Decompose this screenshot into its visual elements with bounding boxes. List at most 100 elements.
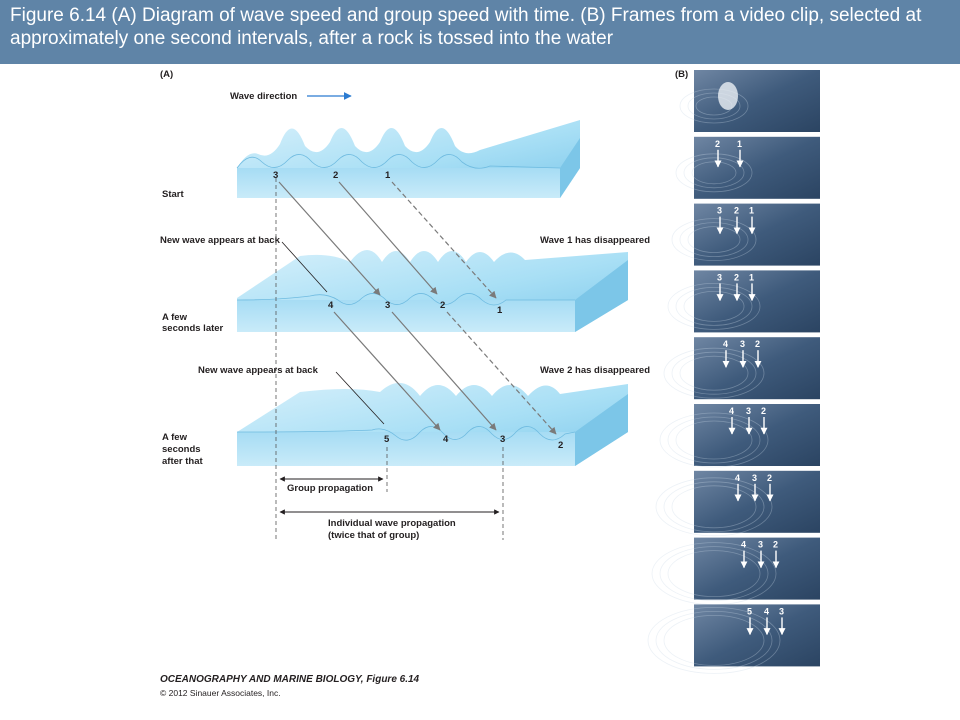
- trajectory-arrow-wave-2: [338, 181, 438, 295]
- ripple-ring: [671, 218, 757, 262]
- slab-2-wave-number: 1: [497, 305, 503, 316]
- slab-2-wave-number: 4: [328, 300, 334, 311]
- panel-a-label: (A): [160, 69, 173, 80]
- wave-direction-label: Wave direction: [230, 91, 297, 102]
- slab-3-wave-number: 4: [443, 434, 449, 445]
- ripple-ring: [671, 351, 757, 395]
- stage-label-after-that: after that: [162, 456, 203, 467]
- ripple-ring: [683, 290, 745, 322]
- video-frame-image: [694, 404, 820, 466]
- slab-3-wave-number: 2: [558, 440, 563, 451]
- figure-6-14: (A) Wave direction 3 2 1 Start 4 3 2 1 A…: [160, 69, 820, 674]
- ripple-ring: [675, 286, 753, 326]
- trajectory-arrow-wave-4: [333, 311, 441, 431]
- ripple-ring: [675, 420, 753, 460]
- panel-b-label: (B): [675, 69, 688, 80]
- ripple-ring: [663, 615, 765, 666]
- frame-wave-number: 3: [746, 406, 751, 416]
- frame-wave-number: 5: [747, 606, 752, 616]
- frame-wave-number: 2: [761, 406, 766, 416]
- slab-1-wave-number: 2: [333, 170, 338, 181]
- ripple-ring: [663, 347, 765, 399]
- ripple-ring: [687, 92, 741, 120]
- frame-wave-number: 3: [779, 606, 784, 616]
- ripple-ring: [647, 607, 781, 674]
- ripple-ring: [655, 477, 773, 537]
- figure-caption: Figure 6.14 (A) Diagram of wave speed an…: [10, 5, 922, 49]
- stage-label-after-that: seconds: [162, 444, 201, 455]
- video-frame-image: [694, 470, 820, 533]
- stage-label-few-seconds-later: A few: [162, 312, 188, 323]
- individual-propagation-label: Individual wave propagation: [328, 518, 456, 529]
- frame-wave-number: 2: [755, 339, 760, 349]
- note-wave-1-disappeared: Wave 1 has disappeared: [540, 235, 650, 246]
- slab-1-wave-number: 3: [273, 170, 278, 181]
- individual-propagation-label: (twice that of group): [328, 530, 419, 541]
- video-frame-image: [694, 203, 820, 266]
- video-frame-image: [694, 270, 820, 333]
- video-frame-image: [694, 136, 820, 199]
- ripple-ring: [679, 88, 749, 124]
- video-frame: [679, 70, 820, 132]
- note-new-wave-1: New wave appears at back: [160, 235, 281, 246]
- frame-wave-number: 4: [764, 606, 769, 616]
- frame-wave-number: 3: [752, 473, 757, 483]
- ripple-ring: [659, 546, 769, 601]
- ripple-ring: [667, 416, 761, 464]
- header-bar: Figure 6.14 (A) Diagram of wave speed an…: [0, 0, 960, 64]
- trajectory-arrow-wave-1: [391, 181, 497, 299]
- wave-slab-after-that: [236, 382, 628, 466]
- ripple-ring: [683, 157, 745, 189]
- trajectory-arrow-wave-2-second: [446, 311, 557, 435]
- note-new-wave-2: New wave appears at back: [198, 365, 319, 376]
- wave-slab-start: [236, 120, 580, 198]
- frame-wave-number: 1: [749, 272, 754, 282]
- frame-wave-number: 2: [767, 473, 772, 483]
- frame-wave-number: 2: [773, 540, 778, 550]
- leader-line-new-wave-1: [281, 241, 328, 293]
- ripple-ring: [679, 355, 749, 391]
- slab-2-wave-number: 2: [440, 300, 445, 311]
- ripple-ring: [655, 611, 773, 670]
- video-frame-image: [694, 70, 820, 132]
- slab-3-wave-number: 5: [384, 434, 390, 445]
- frame-wave-number: 3: [740, 339, 745, 349]
- trajectory-arrow-wave-3: [278, 181, 381, 296]
- frame-wave-number: 2: [734, 272, 739, 282]
- ripple-ring: [667, 550, 761, 597]
- ripple-ring: [659, 412, 769, 468]
- ripple-ring: [675, 153, 753, 193]
- slab-2-wave-number: 3: [385, 300, 390, 311]
- video-frame-image: [694, 537, 820, 600]
- trajectory-arrow-wave-3-second: [391, 311, 497, 431]
- frame-wave-number: 4: [723, 339, 728, 349]
- footer-title: OCEANOGRAPHY AND MARINE BIOLOGY, Figure …: [160, 674, 420, 685]
- group-propagation-label: Group propagation: [287, 483, 373, 494]
- slab-3-wave-number: 3: [500, 434, 505, 445]
- video-frame-image: [694, 604, 820, 667]
- ripple-ring: [691, 161, 737, 185]
- ripple-ring: [671, 485, 757, 529]
- video-frame-image: [694, 337, 820, 400]
- frame-wave-number: 4: [735, 473, 740, 483]
- splash: [718, 82, 738, 110]
- frame-wave-number: 1: [749, 206, 754, 216]
- frame-wave-number: 2: [715, 139, 720, 149]
- ripple-ring: [679, 222, 749, 258]
- frame-wave-number: 2: [734, 206, 739, 216]
- frame-wave-number: 3: [717, 206, 722, 216]
- note-wave-2-disappeared: Wave 2 has disappeared: [540, 365, 650, 376]
- footer-copyright: © 2012 Sinauer Associates, Inc.: [160, 688, 281, 698]
- ripple-ring: [667, 282, 761, 330]
- slab-1-wave-number: 1: [385, 170, 391, 181]
- stage-label-start: Start: [162, 189, 184, 200]
- ripple-ring: [687, 226, 741, 254]
